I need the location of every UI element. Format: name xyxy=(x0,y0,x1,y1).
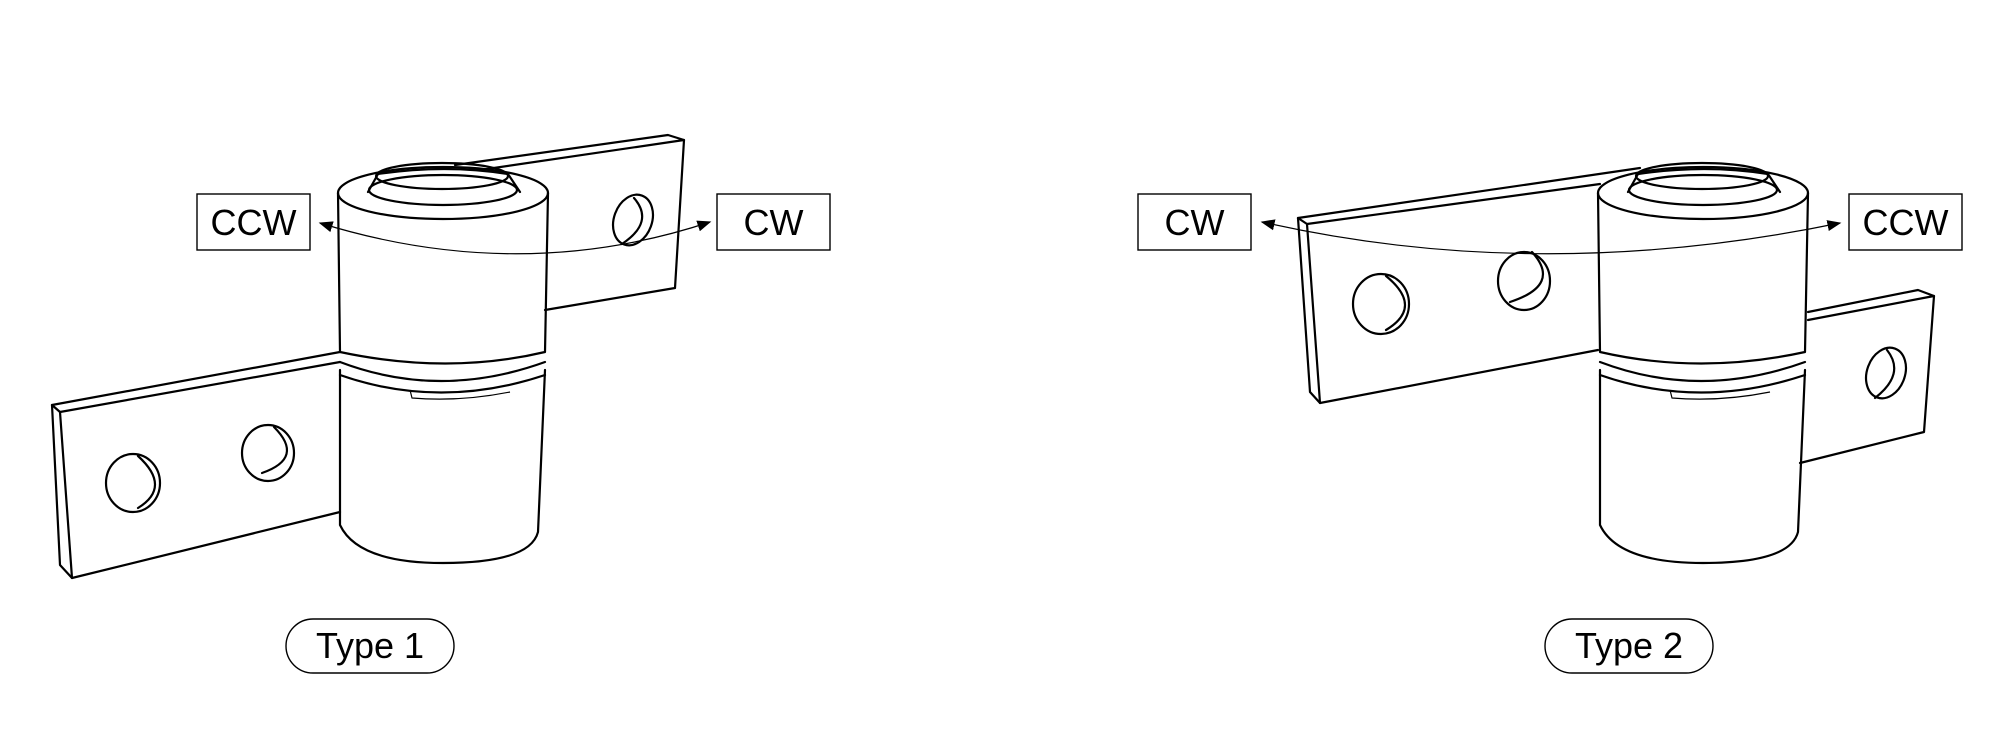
hinge-1-upper-leaf xyxy=(453,133,686,312)
svg-text:Type 2: Type 2 xyxy=(1575,625,1683,666)
hinge-2-rotation-arc xyxy=(1260,219,1842,255)
hinge-1-caption: Type 1 xyxy=(285,618,455,674)
hinge-2-cw-label: CW xyxy=(1137,193,1252,251)
hinge-1-cw-label: CW xyxy=(716,193,831,251)
hinge-1-lower-knuckle xyxy=(338,360,547,565)
hinge-1-upper-knuckle xyxy=(336,161,550,365)
svg-text:CCW: CCW xyxy=(1863,202,1949,243)
hinge-2-caption: Type 2 xyxy=(1544,618,1714,674)
hinge-type-2: CW CCW Type 2 xyxy=(1137,161,1963,674)
hinge-2-upper-leaf xyxy=(1296,166,1642,405)
svg-text:CW: CW xyxy=(1165,202,1225,243)
hinge-2-upper-knuckle xyxy=(1596,161,1810,365)
hinge-type-1: CCW CW Type 1 xyxy=(50,133,831,674)
svg-text:Type 1: Type 1 xyxy=(316,625,424,666)
hinge-2-lower-leaf xyxy=(1798,288,1936,465)
hinge-2-ccw-label: CCW xyxy=(1848,193,1963,251)
hinge-1-rotation-arc xyxy=(318,220,712,255)
svg-text:CCW: CCW xyxy=(211,202,297,243)
svg-text:CW: CW xyxy=(744,202,804,243)
hinge-2-lower-knuckle xyxy=(1598,360,1807,565)
hinge-1-ccw-label: CCW xyxy=(196,193,311,251)
hinge-1-lower-leaf xyxy=(50,350,342,580)
